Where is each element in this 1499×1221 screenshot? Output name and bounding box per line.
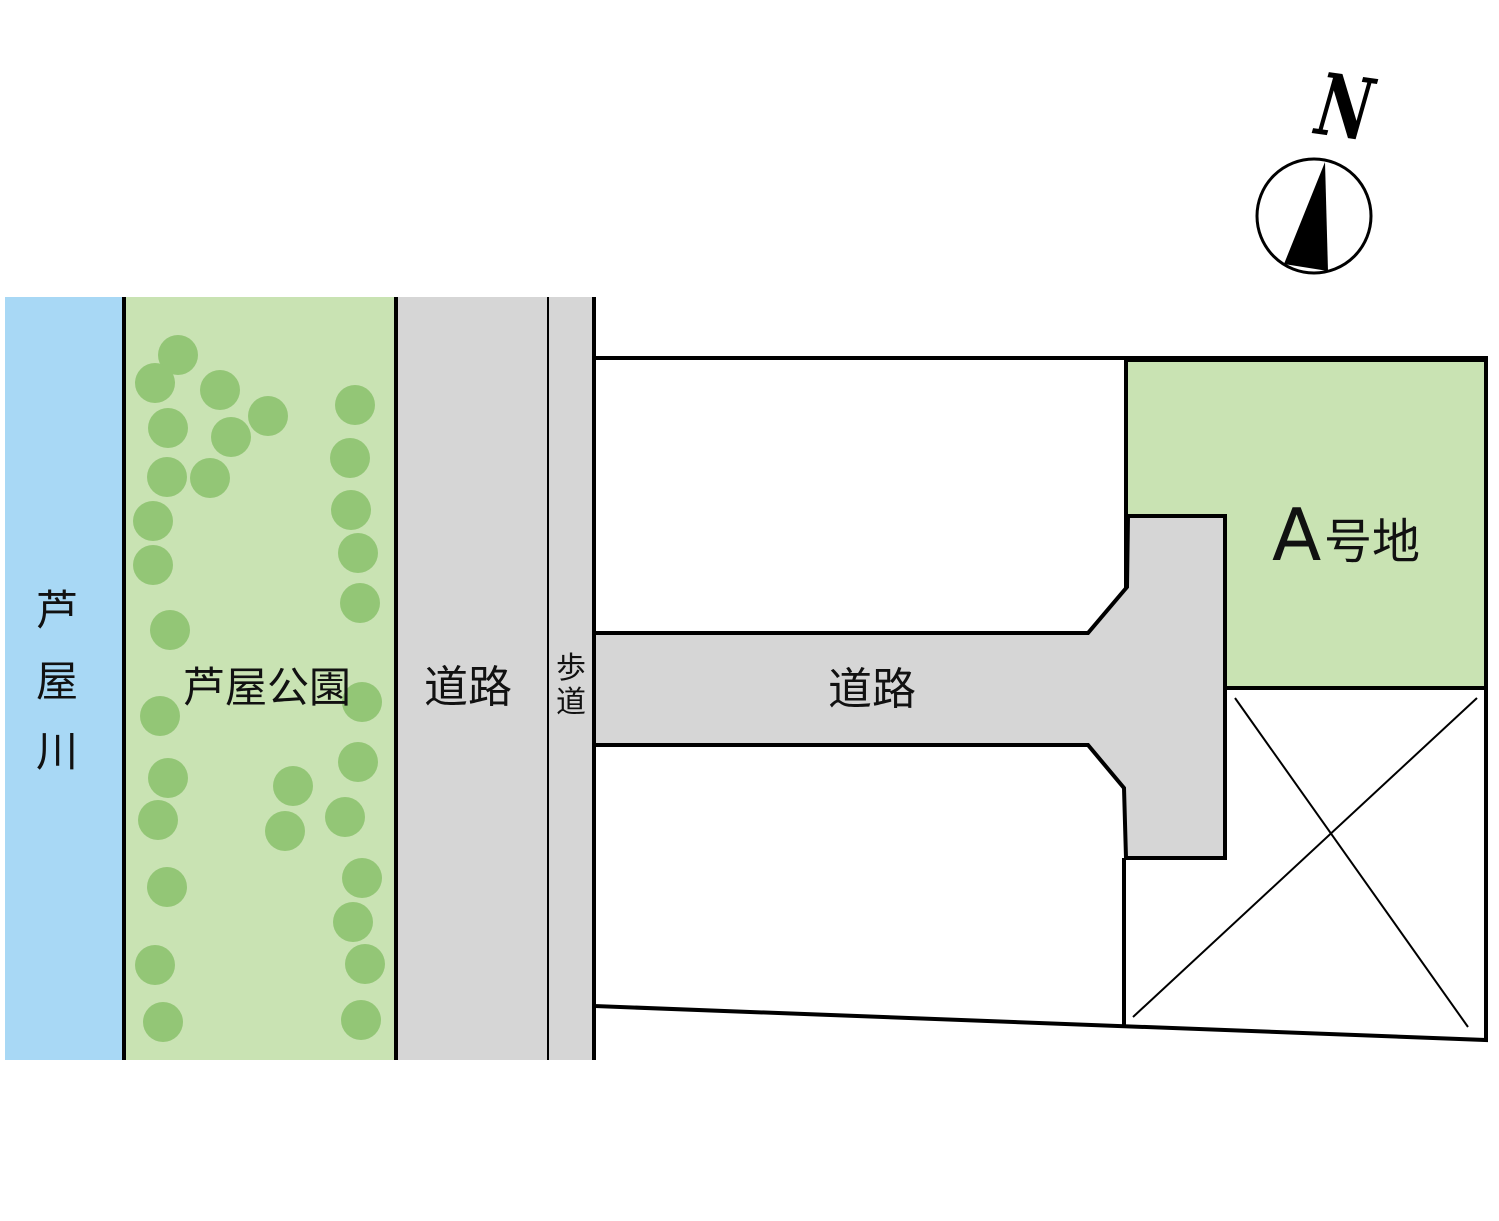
river-label-1: 芦 — [36, 586, 78, 635]
tree-icon — [133, 545, 173, 585]
main-road-label: 道路 — [424, 662, 512, 713]
tree-icon — [148, 408, 188, 448]
tree-icon — [325, 797, 365, 837]
tree-icon — [135, 945, 175, 985]
north-compass: N — [1255, 53, 1382, 275]
tree-icon — [140, 696, 180, 736]
north-arrow-icon — [1284, 162, 1328, 271]
sidewalk-label-1: 歩 — [556, 651, 586, 686]
access-road-label: 道路 — [828, 664, 916, 715]
access-road — [592, 514, 1227, 860]
tree-icon — [147, 457, 187, 497]
tree-icon — [345, 944, 385, 984]
tree-icon — [338, 742, 378, 782]
river-label-2: 屋 — [36, 657, 78, 706]
cross-line-2 — [1132, 697, 1478, 1018]
tree-icon — [330, 438, 370, 478]
sidewalk-label-2: 道 — [556, 685, 586, 720]
tree-icon — [211, 417, 251, 457]
north-label: N — [1309, 53, 1382, 162]
tree-icon — [265, 811, 305, 851]
park-trees — [133, 335, 385, 1042]
tree-icon — [135, 363, 175, 403]
park-label: 芦屋公園 — [183, 663, 351, 712]
tree-icon — [143, 1002, 183, 1042]
tree-icon — [190, 458, 230, 498]
tree-icon — [273, 766, 313, 806]
main-road — [396, 297, 594, 1060]
tree-icon — [138, 800, 178, 840]
lot-a-letter: A — [1272, 493, 1321, 577]
tree-icon — [333, 902, 373, 942]
river-label-3: 川 — [36, 727, 78, 776]
tree-icon — [148, 758, 188, 798]
tree-icon — [340, 583, 380, 623]
tree-icon — [341, 1000, 381, 1040]
lot-a-suffix: 号地 — [1324, 514, 1420, 570]
tree-icon — [133, 501, 173, 541]
tree-icon — [150, 610, 190, 650]
cross-line-1 — [1234, 697, 1469, 1028]
tree-icon — [338, 533, 378, 573]
tree-icon — [342, 682, 382, 722]
river — [5, 297, 124, 1060]
tree-icon — [335, 385, 375, 425]
tree-icon — [331, 490, 371, 530]
tree-icon — [200, 370, 240, 410]
tree-icon — [248, 396, 288, 436]
compass-circle — [1255, 157, 1373, 275]
tree-icon — [342, 858, 382, 898]
tree-icon — [147, 867, 187, 907]
tree-icon — [158, 335, 198, 375]
